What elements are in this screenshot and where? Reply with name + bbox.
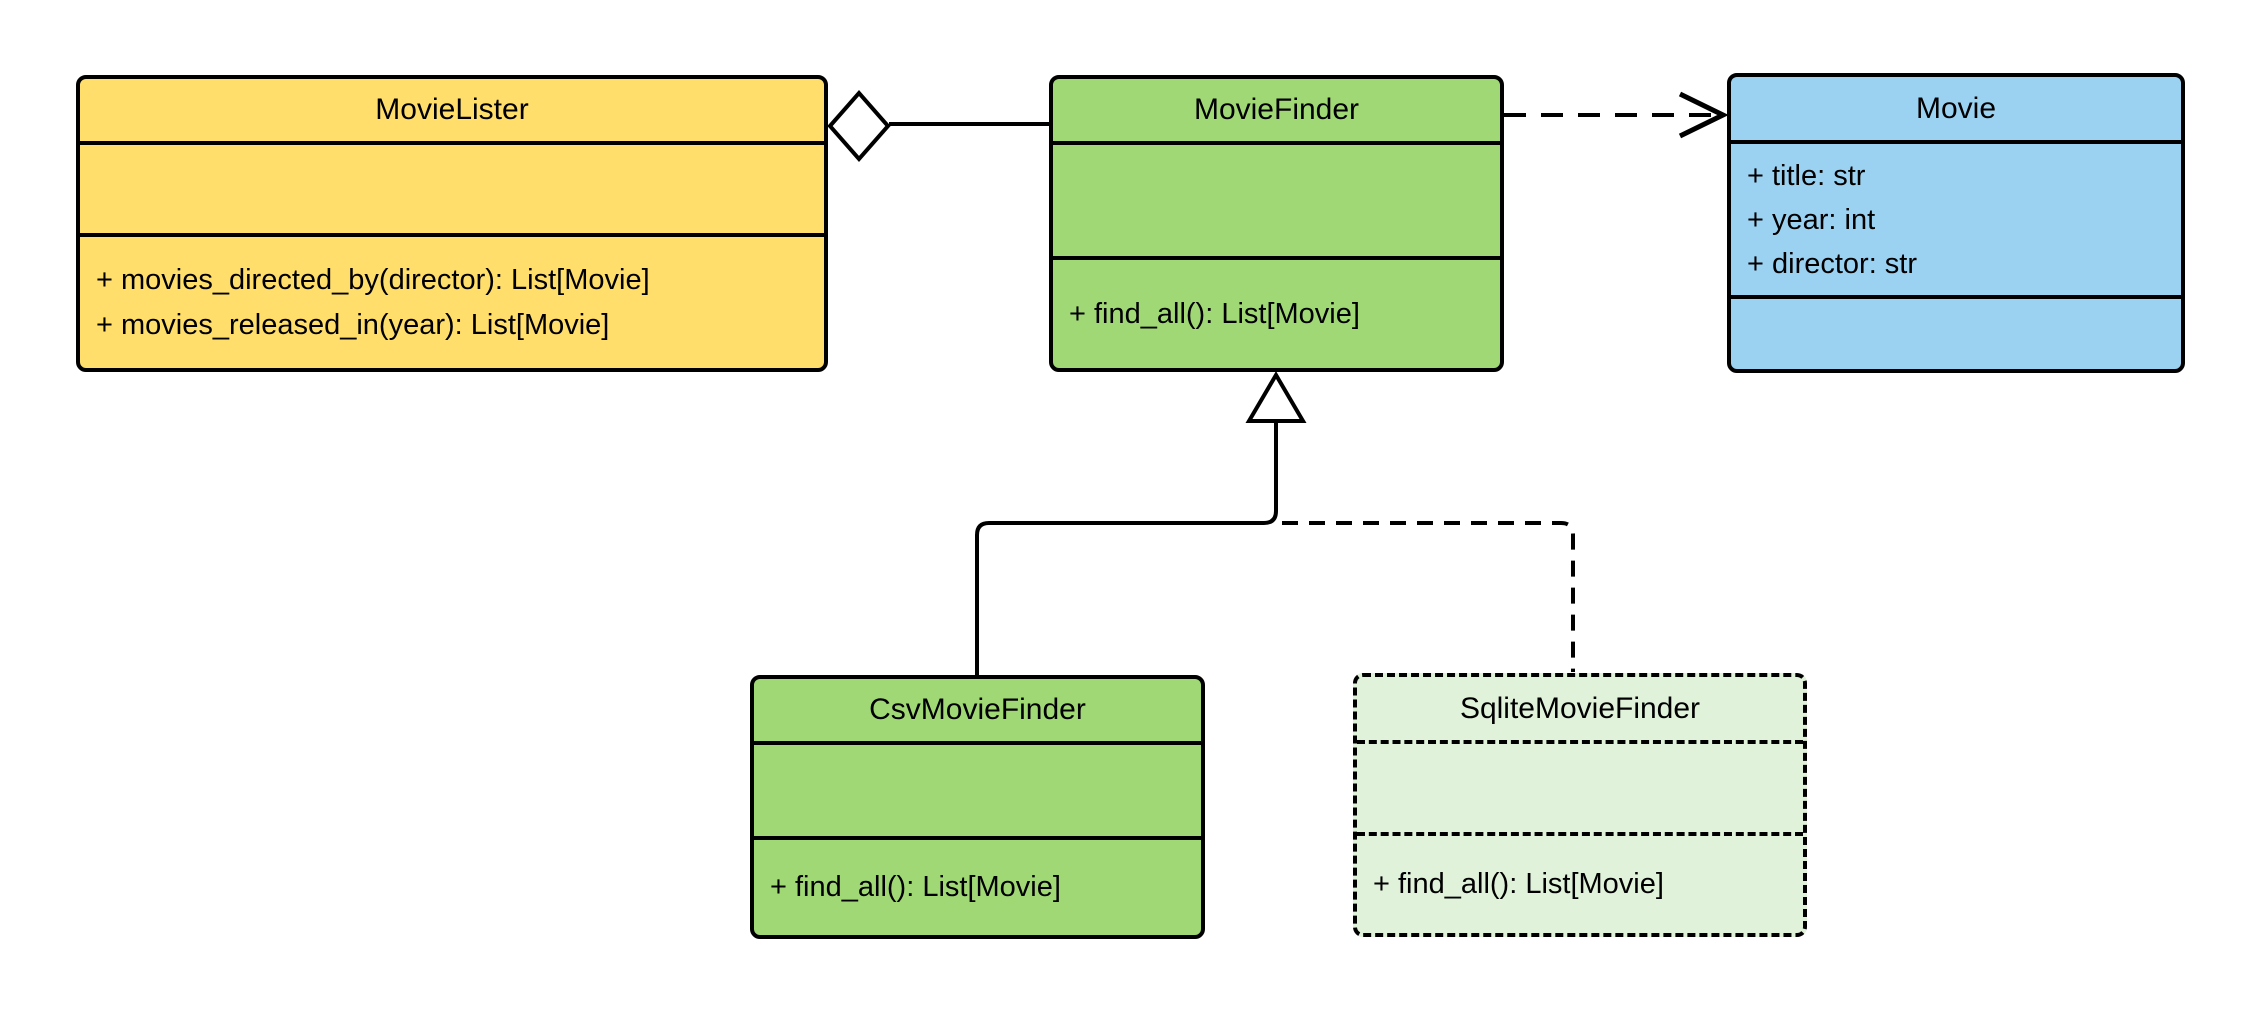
dependency-open-arrow-icon xyxy=(1678,91,1729,139)
attributes-compartment xyxy=(754,745,1201,840)
class-name: Movie xyxy=(1731,77,2181,144)
class-box-movielister: MovieLister + movies_directed_by(directo… xyxy=(76,75,828,372)
class-box-csvmoviefinder: CsvMovieFinder + find_all(): List[Movie] xyxy=(750,675,1205,939)
methods-compartment: + movies_directed_by(director): List[Mov… xyxy=(80,237,824,368)
method: + movies_directed_by(director): List[Mov… xyxy=(96,263,650,296)
attributes-compartment xyxy=(1053,145,1500,260)
class-box-moviefinder: MovieFinder + find_all(): List[Movie] xyxy=(1049,75,1504,372)
methods-compartment: + find_all(): List[Movie] xyxy=(1053,260,1500,368)
inheritance-triangle-icon xyxy=(1245,371,1307,423)
attributes-compartment xyxy=(80,145,824,237)
class-box-movie: Movie + title: str + year: int + directo… xyxy=(1727,73,2185,373)
method: + find_all(): List[Movie] xyxy=(1373,868,1664,900)
class-name: MovieLister xyxy=(80,79,824,145)
method: + find_all(): List[Movie] xyxy=(1069,297,1360,330)
class-name: CsvMovieFinder xyxy=(754,679,1201,745)
class-box-sqlitemoviefinder: SqliteMovieFinder + find_all(): List[Mov… xyxy=(1353,673,1807,937)
attributes-compartment xyxy=(1357,744,1803,836)
attribute: + title: str xyxy=(1747,159,1866,192)
inheritance-connector-solid xyxy=(975,421,1278,675)
attribute: + director: str xyxy=(1747,247,1918,280)
method: + find_all(): List[Movie] xyxy=(770,871,1061,903)
class-name: SqliteMovieFinder xyxy=(1357,677,1803,744)
methods-compartment: + find_all(): List[Movie] xyxy=(1357,836,1803,933)
methods-compartment xyxy=(1731,299,2181,369)
inheritance-connector-dashed xyxy=(1282,521,1575,672)
methods-compartment: + find_all(): List[Movie] xyxy=(754,840,1201,935)
aggregation-diamond-icon xyxy=(827,89,891,163)
attributes-compartment: + title: str + year: int + director: str xyxy=(1731,144,2181,299)
attribute: + year: int xyxy=(1747,203,1876,236)
class-name: MovieFinder xyxy=(1053,79,1500,145)
method: + movies_released_in(year): List[Movie] xyxy=(96,308,610,341)
